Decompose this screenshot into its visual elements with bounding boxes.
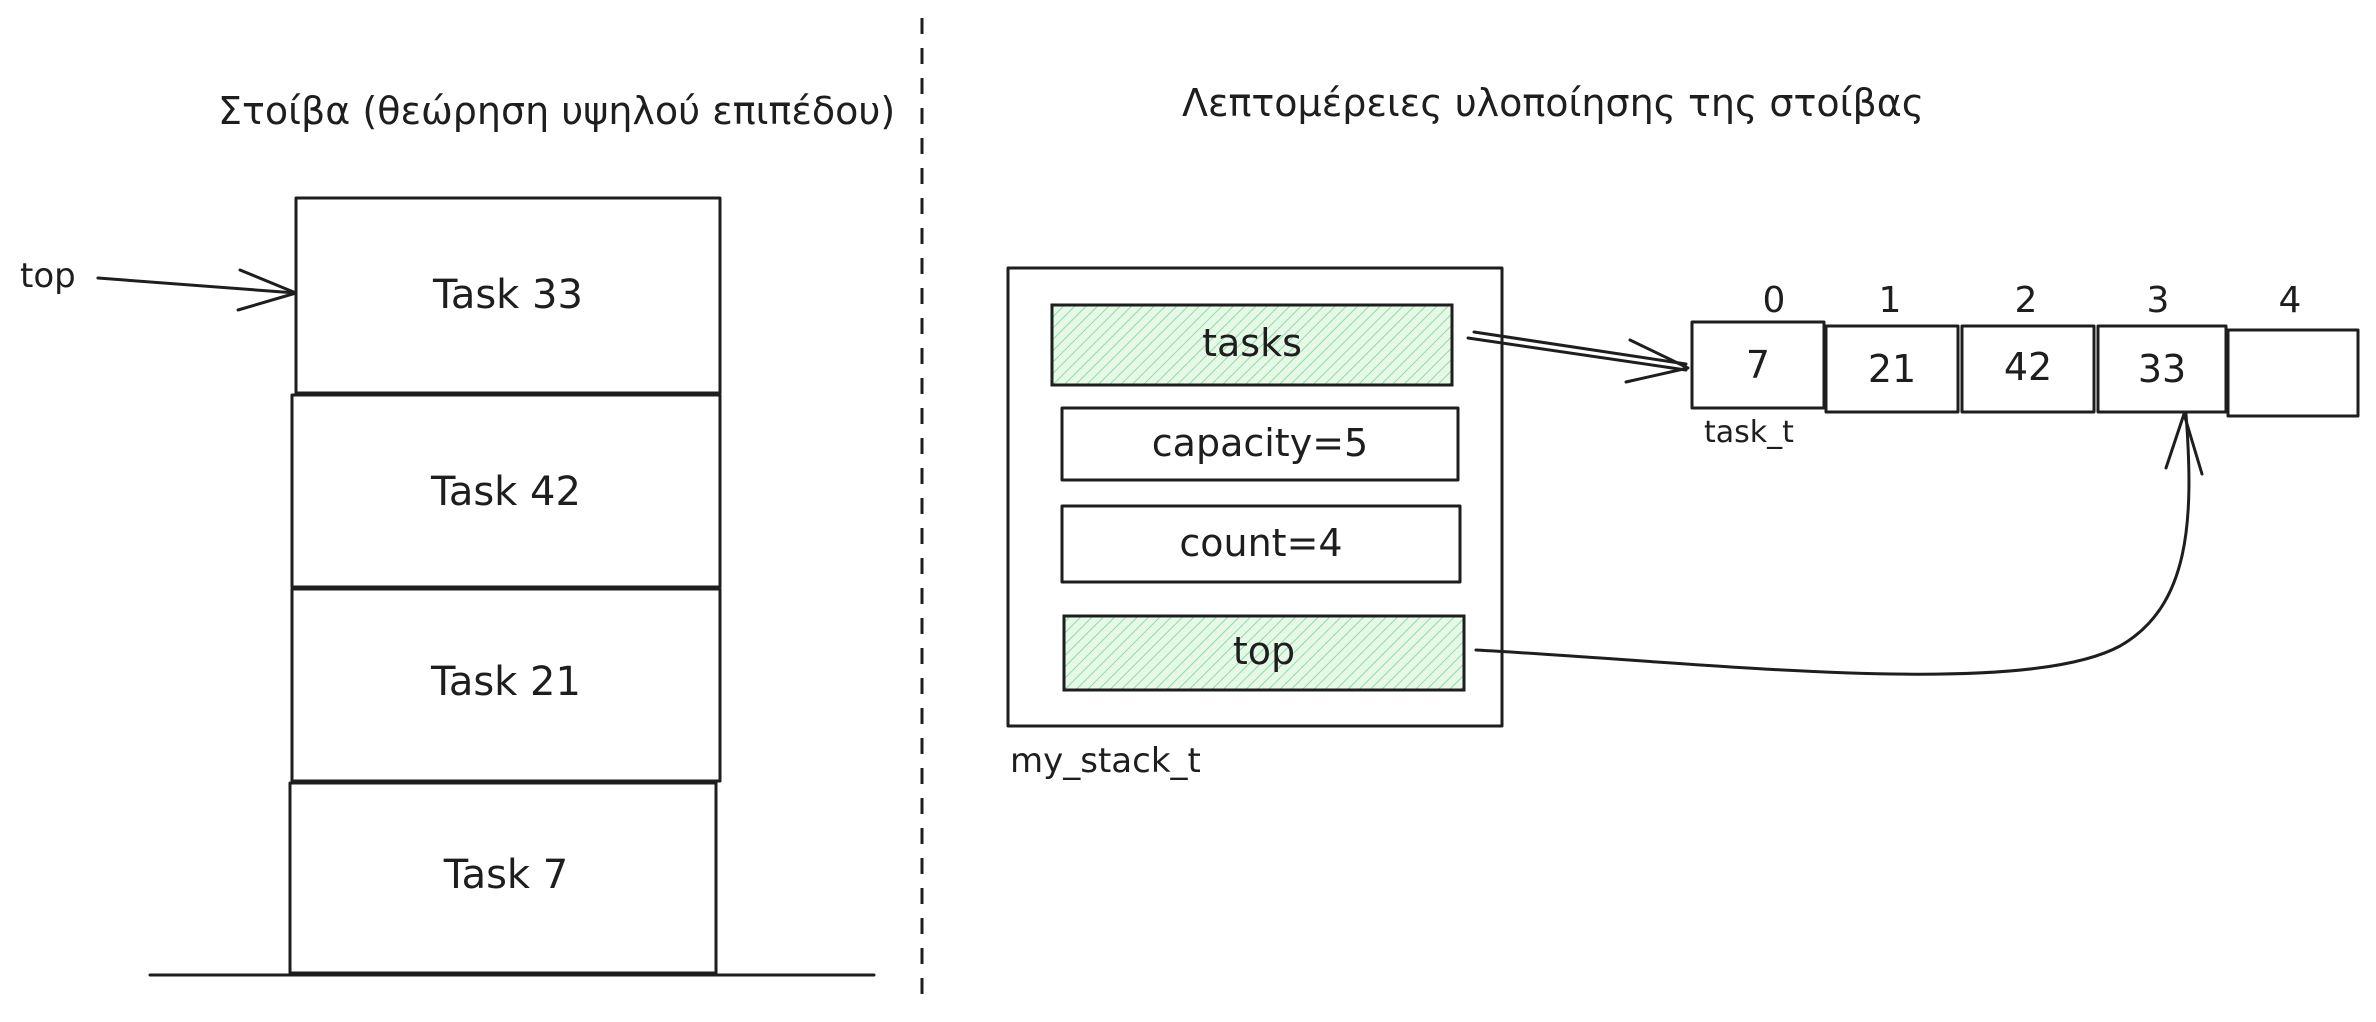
top-pointer: top [20, 256, 298, 312]
field-count-label: count=4 [1179, 521, 1342, 565]
array-index: 1 [1879, 280, 1902, 321]
field-top: top [1062, 614, 1466, 692]
array-cell-value: 7 [1746, 343, 1770, 387]
top-pointer-label: top [20, 256, 76, 296]
right-title: Λεπτομέρειες υλοποίησης της στοίβας [1182, 81, 1924, 125]
field-capacity-box [1060, 406, 1460, 482]
stack-item-3: Task 21 [290, 587, 722, 783]
struct-box [1006, 266, 1504, 728]
field-capacity: capacity=5 [1060, 406, 1460, 482]
array-cell-0: 7 [1690, 320, 1826, 410]
array-cell-box [2226, 328, 2360, 418]
array-cell-value: 33 [2138, 347, 2186, 391]
left-title: Στοίβα (θεώρηση υψηλού επιπέδου) [218, 89, 895, 133]
field-tasks-box [1050, 303, 1454, 387]
tasks-pointer-line [1466, 336, 1688, 372]
struct-container: tasks capacity=5 count=4 top [1006, 266, 1504, 728]
top-pointer-arrow-line [96, 276, 298, 295]
array-cell-1: 21 [1824, 324, 1960, 414]
array-index: 0 [1763, 280, 1786, 321]
stack-item-label: Task 33 [432, 272, 583, 318]
stack-item-box [294, 196, 722, 395]
array-index: 4 [2279, 280, 2302, 321]
top-field-pointer-arrow [1474, 412, 2204, 676]
field-tasks-label: tasks [1202, 321, 1302, 365]
stack-item-box [288, 781, 718, 975]
array-cell-box [2096, 324, 2228, 414]
array-cell-box [1960, 324, 2096, 414]
struct-caption: my_stack_t [1010, 741, 1201, 781]
field-top-box [1062, 614, 1466, 692]
tasks-pointer-line-2 [1472, 330, 1688, 366]
array-cell-value: 21 [1868, 347, 1916, 391]
array-cell-box [1824, 324, 1960, 414]
tasks-pointer-arrow [1466, 330, 1690, 384]
array-cell-3: 33 [2096, 324, 2228, 414]
stack-item-1: Task 33 [294, 196, 722, 395]
stack-item-box [290, 393, 722, 589]
stack-item-label: Task 42 [430, 469, 581, 515]
array-index: 2 [2015, 280, 2038, 321]
right-panel: Λεπτομέρειες υλοποίησης της στοίβας task… [1006, 81, 2360, 781]
array-cell-box [1690, 320, 1826, 410]
array-cell-4 [2226, 328, 2360, 418]
top-field-pointer-curve [1474, 412, 2191, 676]
stack-item-box [290, 587, 722, 783]
stack-item-2: Task 42 [290, 393, 722, 589]
array-index: 3 [2147, 280, 2170, 321]
field-top-label: top [1233, 629, 1295, 673]
field-tasks: tasks [1050, 303, 1454, 387]
field-count-box [1060, 504, 1462, 584]
array: 7 21 42 33 [1690, 320, 2360, 418]
left-panel: Στοίβα (θεώρηση υψηλού επιπέδου) top Tas… [20, 89, 895, 977]
array-type-caption: task_t [1704, 415, 1794, 450]
tasks-pointer-arrowhead [1624, 338, 1690, 384]
stack-item-label: Task 7 [443, 852, 569, 898]
array-indices: 0 1 2 3 4 [1763, 280, 2302, 321]
field-capacity-label: capacity=5 [1152, 421, 1368, 465]
top-field-pointer-arrowhead [2164, 412, 2204, 476]
stack-item-label: Task 21 [430, 659, 581, 705]
array-cell-2: 42 [1960, 324, 2096, 414]
field-count: count=4 [1060, 504, 1462, 584]
array-cell-value: 42 [2004, 345, 2052, 389]
stack-item-4: Task 7 [288, 781, 718, 975]
